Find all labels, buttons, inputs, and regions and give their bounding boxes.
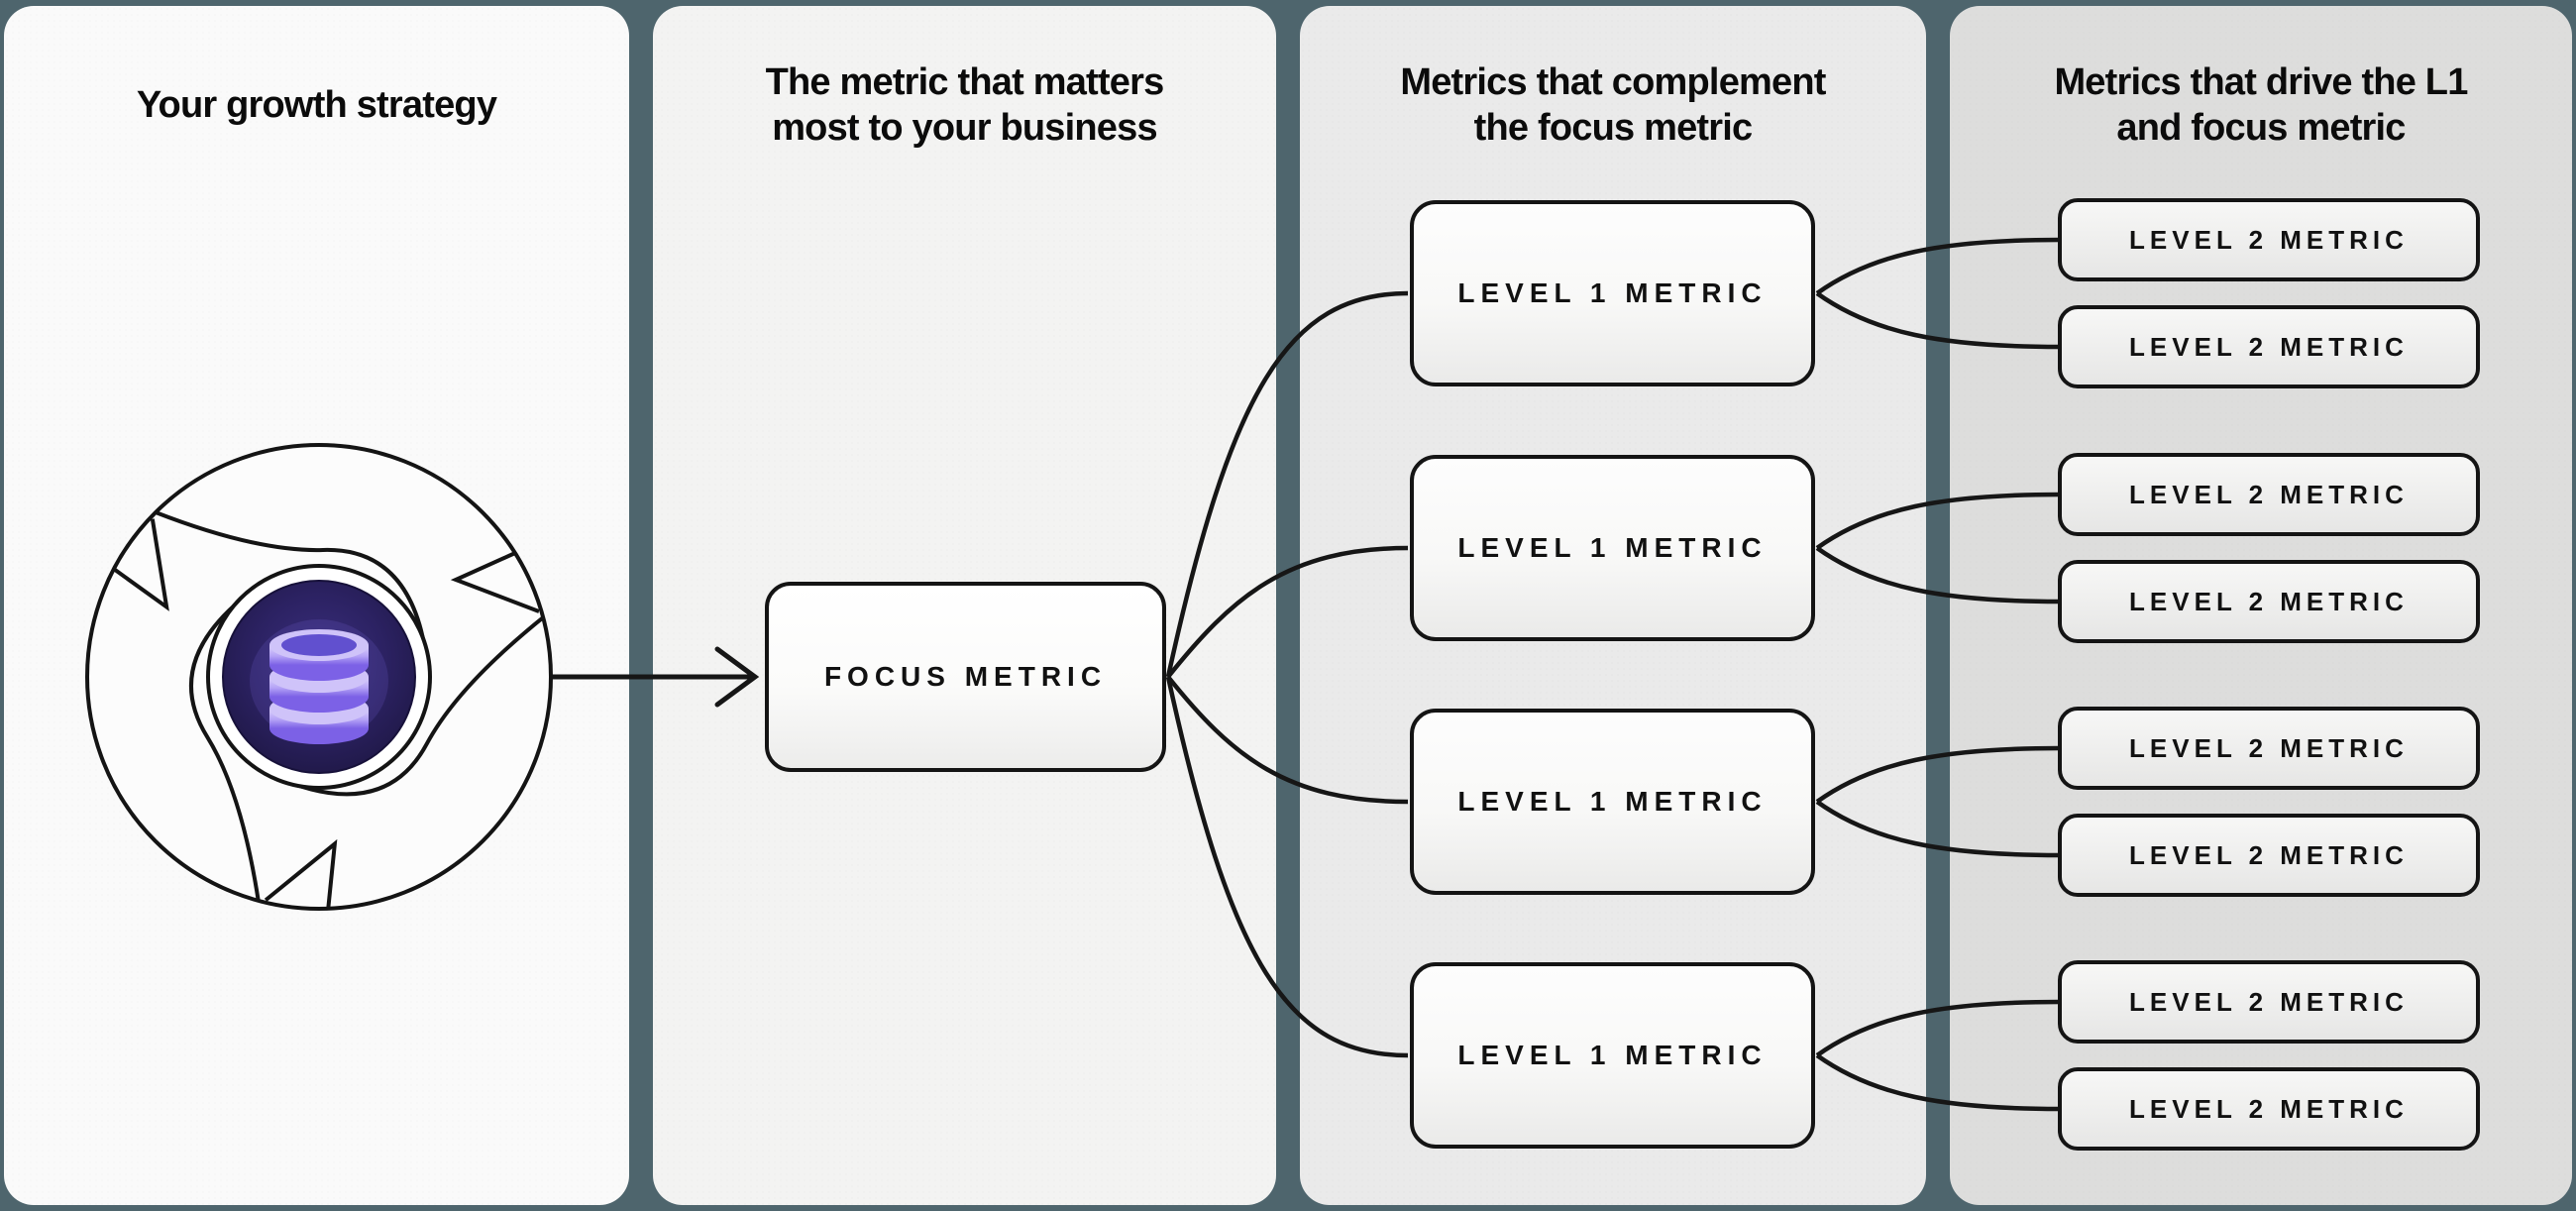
level2-metric-box-2: LEVEL 2 METRIC bbox=[2058, 305, 2480, 388]
level1-metric-label: LEVEL 1 METRIC bbox=[1457, 277, 1768, 308]
level1-metric-box-4: LEVEL 1 METRIC bbox=[1410, 962, 1815, 1149]
level2-metric-label: LEVEL 2 METRIC bbox=[2129, 586, 2409, 616]
focus-metric-label: FOCUS METRIC bbox=[823, 661, 1108, 692]
level2-metric-label: LEVEL 2 METRIC bbox=[2129, 839, 2409, 870]
level2-metric-box-5: LEVEL 2 METRIC bbox=[2058, 707, 2480, 790]
level2-metric-label: LEVEL 2 METRIC bbox=[2129, 479, 2409, 509]
panel-title-focus-metric: The metric that matters most to your bus… bbox=[765, 61, 1165, 149]
level1-metric-box-2: LEVEL 1 METRIC bbox=[1410, 455, 1815, 641]
level2-metric-box-7: LEVEL 2 METRIC bbox=[2058, 960, 2480, 1044]
level1-metric-box-1: LEVEL 1 METRIC bbox=[1410, 200, 1815, 386]
panel-title-level2-metrics: Metrics that drive the L1 and focus metr… bbox=[2054, 61, 2468, 149]
level2-metric-label: LEVEL 2 METRIC bbox=[2129, 732, 2409, 763]
level2-metric-box-1: LEVEL 2 METRIC bbox=[2058, 198, 2480, 281]
level2-metric-label: LEVEL 2 METRIC bbox=[2129, 331, 2409, 362]
panel-title-growth-strategy: Your growth strategy bbox=[136, 84, 497, 126]
level1-metric-box-3: LEVEL 1 METRIC bbox=[1410, 709, 1815, 895]
level2-metric-label: LEVEL 2 METRIC bbox=[2129, 1093, 2409, 1124]
level2-metric-label: LEVEL 2 METRIC bbox=[2129, 986, 2409, 1017]
level2-metric-box-6: LEVEL 2 METRIC bbox=[2058, 814, 2480, 897]
level1-metric-label: LEVEL 1 METRIC bbox=[1457, 1040, 1768, 1070]
level2-metric-box-3: LEVEL 2 METRIC bbox=[2058, 453, 2480, 536]
level2-metric-box-8: LEVEL 2 METRIC bbox=[2058, 1067, 2480, 1151]
panel-growth-strategy: Your growth strategy bbox=[4, 6, 629, 1205]
level1-metric-label: LEVEL 1 METRIC bbox=[1457, 786, 1768, 817]
level2-metric-label: LEVEL 2 METRIC bbox=[2129, 224, 2409, 255]
level1-metric-label: LEVEL 1 METRIC bbox=[1457, 532, 1768, 563]
panel-title-level1-metrics: Metrics that complement the focus metric bbox=[1400, 61, 1826, 149]
focus-metric-box: FOCUS METRIC bbox=[765, 582, 1166, 772]
level2-metric-box-4: LEVEL 2 METRIC bbox=[2058, 560, 2480, 643]
